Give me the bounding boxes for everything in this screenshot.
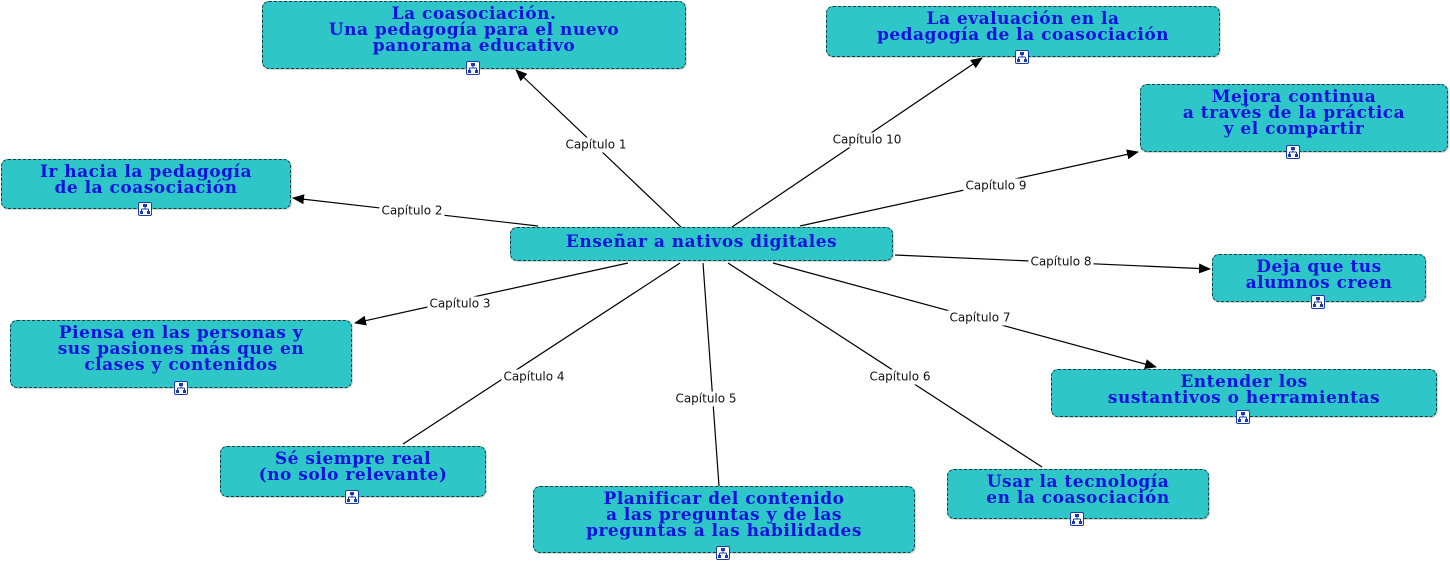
edge-label-chapter-5: Capítulo 5 <box>673 391 739 407</box>
submap-icon[interactable] <box>174 381 188 395</box>
submap-icon[interactable] <box>345 490 359 504</box>
edge-label-chapter-9: Capítulo 9 <box>963 178 1029 194</box>
topic-chapter-10[interactable]: La evaluación en la pedagogía de la coas… <box>826 6 1220 57</box>
connector-chapter-6 <box>727 262 1043 468</box>
topic-chapter-7[interactable]: Entender los sustantivos o herramientas <box>1051 369 1437 417</box>
edge-label-chapter-10: Capítulo 10 <box>830 132 904 148</box>
edge-label-chapter-1: Capítulo 1 <box>563 137 629 153</box>
submap-icon[interactable] <box>466 61 480 75</box>
topic-chapter-6[interactable]: Usar la tecnología en la coasociación <box>947 469 1209 519</box>
edge-label-chapter-7: Capítulo 7 <box>947 310 1013 326</box>
topic-chapter-1[interactable]: La coasociación. Una pedagogía para el n… <box>262 1 686 69</box>
topic-chapter-3[interactable]: Piensa en las personas y sus pasiones má… <box>10 320 352 388</box>
topic-chapter-5[interactable]: Planificar del contenido a las preguntas… <box>533 486 915 553</box>
submap-icon[interactable] <box>1015 50 1029 64</box>
submap-icon[interactable] <box>1286 145 1300 159</box>
connector-chapter-4 <box>402 262 681 445</box>
topic-chapter-9[interactable]: Mejora continua a través de la práctica … <box>1140 84 1448 152</box>
connector-chapter-5 <box>702 262 720 487</box>
topic-chapter-8[interactable]: Deja que tus alumnos creen <box>1212 254 1426 302</box>
edge-label-chapter-3: Capítulo 3 <box>427 296 493 312</box>
edge-label-chapter-4: Capítulo 4 <box>501 369 567 385</box>
topic-chapter-4[interactable]: Sé siempre real (no solo relevante) <box>220 446 486 497</box>
submap-icon[interactable] <box>138 202 152 216</box>
central-topic[interactable]: Enseñar a nativos digitales <box>510 227 893 261</box>
submap-icon[interactable] <box>1311 295 1325 309</box>
edge-label-chapter-2: Capítulo 2 <box>379 203 445 219</box>
submap-icon[interactable] <box>716 546 730 560</box>
submap-icon[interactable] <box>1236 410 1250 424</box>
submap-icon[interactable] <box>1070 512 1084 526</box>
edge-label-chapter-8: Capítulo 8 <box>1028 254 1094 270</box>
edge-label-chapter-6: Capítulo 6 <box>867 369 933 385</box>
connector-chapter-3 <box>354 262 629 326</box>
